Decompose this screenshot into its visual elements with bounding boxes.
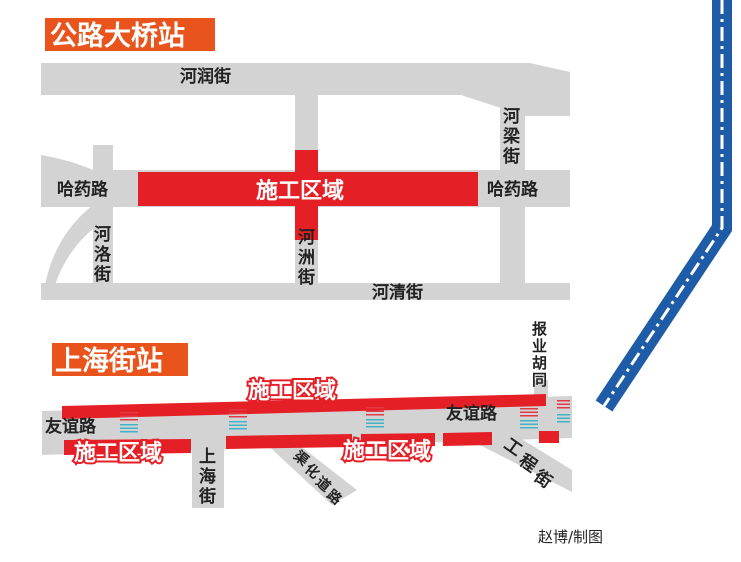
svg-text:街: 街	[297, 267, 315, 288]
road-label-hezhou: 河 洲 街	[297, 228, 315, 288]
road-label-haryao-left: 哈药路	[57, 179, 109, 200]
station2-zone-label-left: 施工区域	[74, 440, 162, 466]
svg-text:洛: 洛	[94, 244, 112, 265]
road-label-heqing: 河清街	[372, 282, 423, 303]
station1-zone-cross	[295, 150, 318, 240]
station2-title-bg	[52, 343, 188, 376]
svg-text:同: 同	[532, 371, 547, 389]
svg-text:街: 街	[198, 486, 216, 507]
svg-text:河: 河	[94, 225, 111, 245]
svg-text:海: 海	[199, 466, 216, 487]
station1-title-bg	[45, 18, 215, 51]
credit: 赵博/制图	[538, 528, 603, 546]
road-label-heliang: 河 梁 街	[502, 107, 521, 167]
svg-text:街: 街	[502, 146, 520, 167]
station2-title: 上海街站	[55, 346, 163, 377]
svg-text:报: 报	[532, 320, 547, 338]
road-label-haryao-right: 哈药路	[487, 179, 539, 200]
road-label-shanghai: 上 海 街	[198, 447, 216, 507]
station2-zone-label-mid: 施工区域	[343, 438, 431, 464]
station1-map: 公路大桥站 施工区域 河润街 哈药路 哈药路 河清街 河 梁 街 河 洛 街	[41, 18, 570, 303]
station1-zone-label: 施工区域	[256, 178, 344, 204]
svg-text:洲: 洲	[298, 248, 315, 268]
road-label-herun: 河润街	[180, 66, 231, 87]
svg-text:街: 街	[93, 264, 111, 285]
svg-text:河: 河	[503, 107, 520, 127]
svg-text:梁: 梁	[502, 126, 521, 147]
station2-zones	[62, 394, 559, 455]
svg-text:胡: 胡	[532, 354, 547, 372]
svg-text:河: 河	[298, 228, 315, 248]
metro-line-icon	[595, 0, 732, 412]
road-label-youyi-right: 友谊路	[446, 403, 498, 424]
road-label-youyi-left: 友谊路	[45, 416, 97, 437]
road-label-baoye: 报 业 胡 同	[532, 320, 547, 389]
station2-map: 上海街站 施工区域 施工区域 施工区域 友谊路 友谊路	[42, 320, 572, 509]
traffic-lane-icon	[120, 400, 570, 433]
svg-text:业: 业	[532, 337, 547, 355]
station1-title: 公路大桥站	[50, 20, 185, 52]
road-label-heluo: 河 洛 街	[93, 225, 112, 285]
svg-text:上: 上	[199, 447, 216, 467]
station2-zone-label-top: 施工区域	[248, 378, 336, 404]
